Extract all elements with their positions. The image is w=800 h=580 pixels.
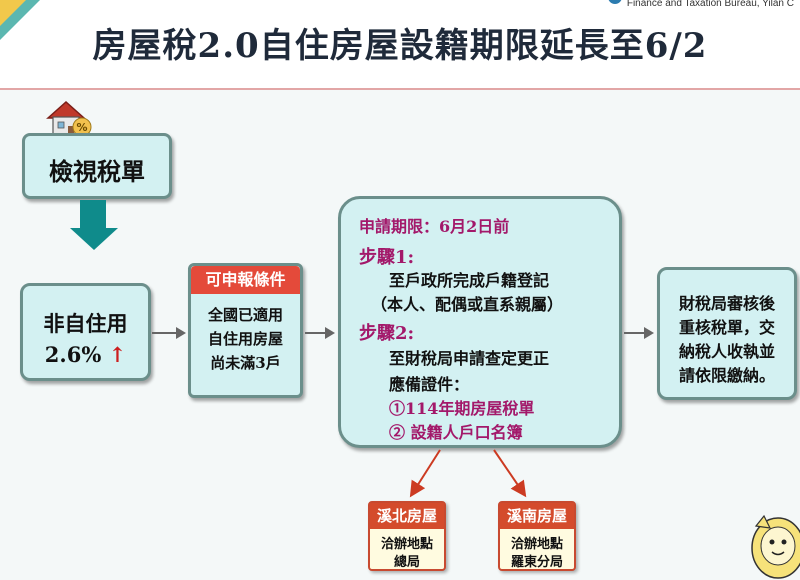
step1-line: （本人、配偶或直系親屬） bbox=[371, 295, 564, 314]
document-item: ①114年期房屋稅單 bbox=[389, 399, 535, 418]
arrow-line bbox=[152, 332, 178, 334]
bureau-name: Finance and Taxation Bureau, Yilan C bbox=[626, 0, 794, 9]
condition-line: 全國已適用 bbox=[207, 306, 283, 324]
condition-line: 尚未滿3戶 bbox=[210, 354, 281, 372]
step1-label: 步驟1: bbox=[359, 247, 415, 268]
office-north-line: 洽辦地點 bbox=[380, 537, 433, 552]
view-bill-box: 檢視稅單 bbox=[22, 133, 172, 199]
arrow-line bbox=[305, 332, 327, 334]
office-north-box: 溪北房屋 洽辦地點 總局 bbox=[368, 501, 446, 571]
header-divider bbox=[0, 88, 800, 90]
office-south-heading: 溪南房屋 bbox=[500, 503, 574, 529]
office-south-line: 羅東分局 bbox=[510, 555, 563, 570]
office-north-heading: 溪北房屋 bbox=[370, 503, 444, 529]
non-self-use-box: 非自住用 2.6% ↑ bbox=[20, 283, 151, 381]
arrow-to-south-office bbox=[493, 449, 527, 498]
conditions-heading: 可申報條件 bbox=[191, 266, 300, 294]
office-south-line: 洽辦地點 bbox=[510, 537, 563, 552]
deadline-text: 申請期限：6月2日前 bbox=[359, 217, 510, 236]
arrow-to-north-office bbox=[409, 449, 441, 498]
corner-decoration-inner bbox=[0, 0, 26, 26]
arrow-tip bbox=[644, 327, 654, 339]
review-line: 請依限繳納。 bbox=[678, 366, 775, 385]
tax-rate-line: 2.6% ↑ bbox=[23, 342, 148, 367]
house-percent-icon: % bbox=[46, 100, 92, 138]
review-box: 財稅局審核後 重核稅單，交 納稅人收執並 請依限繳納。 bbox=[657, 267, 797, 400]
office-south-box: 溪南房屋 洽辦地點 羅東分局 bbox=[498, 501, 576, 571]
step2-line: 應備證件： bbox=[389, 375, 470, 394]
up-arrow-icon: ↑ bbox=[108, 342, 127, 367]
step1-line: 至戶政所完成戶籍登記 bbox=[389, 271, 550, 290]
condition-line: 自住用房屋 bbox=[207, 330, 283, 348]
office-north-line: 總局 bbox=[393, 555, 420, 570]
arrow-tip bbox=[176, 327, 186, 339]
conditions-box: 可申報條件 全國已適用 自住用房屋 尚未滿3戶 bbox=[188, 263, 303, 398]
non-self-use-label: 非自住用 bbox=[43, 311, 128, 336]
application-box: 申請期限：6月2日前 步驟1: 至戶政所完成戶籍登記 （本人、配偶或直系親屬） … bbox=[338, 196, 622, 448]
down-arrow-icon bbox=[80, 200, 106, 228]
review-line: 財稅局審核後 bbox=[678, 294, 775, 313]
review-line: 重核稅單，交 bbox=[678, 318, 775, 337]
header-bar bbox=[0, 0, 800, 90]
page-title: 房屋稅2.0自住房屋設籍期限延長至6/2 bbox=[92, 26, 708, 66]
tax-rate-value: 2.6% bbox=[44, 342, 102, 367]
down-arrow-head bbox=[70, 228, 118, 250]
step2-line: 至財稅局申請查定更正 bbox=[389, 349, 550, 368]
arrow-line bbox=[624, 332, 646, 334]
bureau-logo-icon bbox=[608, 0, 622, 4]
document-item: ② 設籍人戶口名簿 bbox=[389, 423, 523, 442]
svg-text:%: % bbox=[76, 121, 87, 134]
view-bill-label: 檢視稅單 bbox=[49, 157, 145, 186]
arrow-tip bbox=[325, 327, 335, 339]
branch-arrows bbox=[409, 449, 527, 498]
mascot-icon bbox=[751, 514, 800, 579]
review-line: 納稅人收執並 bbox=[678, 342, 775, 361]
step2-label: 步驟2: bbox=[359, 323, 415, 344]
